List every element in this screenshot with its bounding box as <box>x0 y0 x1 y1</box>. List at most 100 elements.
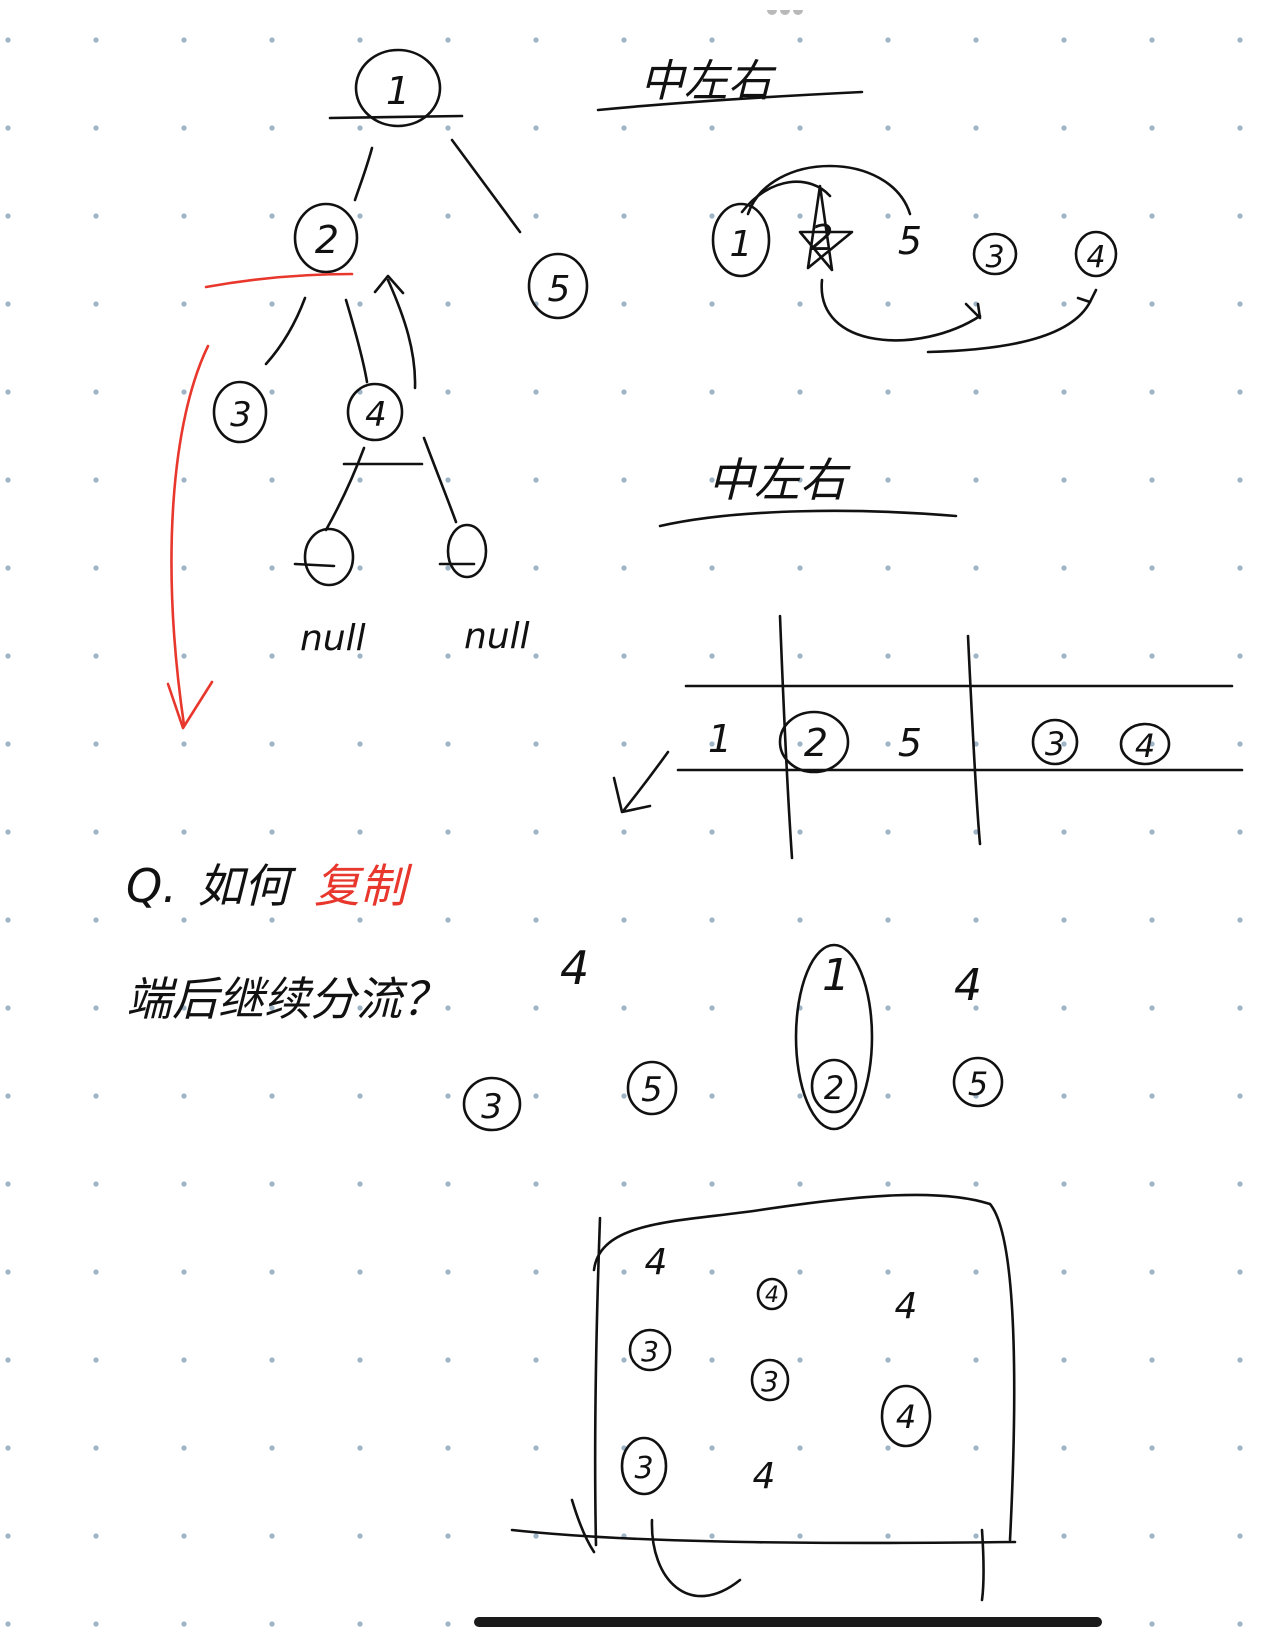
question-trailing-node: 4 <box>560 941 589 995</box>
grid-dot <box>181 301 187 307</box>
grid-dot <box>181 37 187 43</box>
grid-dot <box>93 1533 99 1539</box>
grid-dot <box>973 653 979 659</box>
grid-dot <box>93 1445 99 1451</box>
tree-node-grandchild-left: 3 <box>212 380 268 444</box>
traversal-two-cell-1: 1 <box>708 717 732 761</box>
grid-dot <box>1149 1269 1155 1275</box>
grid-dot <box>269 829 275 835</box>
grid-dot <box>269 301 275 307</box>
tree-node-root-label: 1 <box>386 69 410 113</box>
traversal-arc <box>926 300 1092 354</box>
grid-dot <box>709 741 715 747</box>
question-line1: 如何 <box>197 859 296 913</box>
grid-dot <box>885 301 891 307</box>
grid-dot <box>269 741 275 747</box>
grid-dot <box>797 1445 803 1451</box>
traversal-two-cell-circle <box>1119 722 1171 766</box>
grid-dot <box>621 1093 627 1099</box>
grid-dot <box>1061 565 1067 571</box>
grid-box-left-edge <box>593 1216 602 1547</box>
grid-dot <box>973 829 979 835</box>
grid-dot <box>1061 653 1067 659</box>
grid-dot <box>5 741 11 747</box>
grid-dot <box>181 653 187 659</box>
grid-dot <box>1237 653 1243 659</box>
grid-dot <box>797 477 803 483</box>
grid-dot <box>621 741 627 747</box>
grid-dot <box>5 829 11 835</box>
grid-dot <box>797 1181 803 1187</box>
grid-dot <box>797 389 803 395</box>
home-indicator-bar[interactable] <box>474 1617 1102 1627</box>
grid-dot <box>1061 1357 1067 1363</box>
grid-dot <box>1237 1533 1243 1539</box>
grid-dot <box>1237 1093 1243 1099</box>
grid-dot <box>5 653 11 659</box>
question-block: Q. 如何 复制 端后继续分流？ 4 <box>126 859 589 1026</box>
small-arrow-head <box>612 776 652 814</box>
grid-dot <box>709 1533 715 1539</box>
grid-dot <box>1149 1181 1155 1187</box>
grouping-bottom-1: 3 <box>481 1087 503 1127</box>
grid-dot <box>709 1269 715 1275</box>
grid-dot <box>1149 741 1155 747</box>
grid-dot <box>621 1005 627 1011</box>
grouping-capsule <box>794 943 874 1131</box>
grid-dot <box>269 37 275 43</box>
grid-dot <box>269 477 275 483</box>
grid-dot <box>1149 1005 1155 1011</box>
grid-dot <box>973 565 979 571</box>
grid-dot <box>797 741 803 747</box>
tree-node-grandchild-right-label: 4 <box>365 395 387 435</box>
grid-box-cell: 4 <box>895 1286 918 1327</box>
grid-dot <box>533 477 539 483</box>
grid-dot <box>93 1093 99 1099</box>
red-annotations <box>166 272 354 730</box>
grid-box-cell-circle <box>750 1358 790 1402</box>
traversal-arc <box>820 278 982 342</box>
grid-dot <box>621 1269 627 1275</box>
grid-dot <box>885 1445 891 1451</box>
grid-dot <box>621 1357 627 1363</box>
grid-dot <box>93 1269 99 1275</box>
grouping-circle <box>462 1076 522 1132</box>
grid-dot <box>5 37 11 43</box>
traversal-one-node-3: 3 <box>985 240 1004 275</box>
grid-box-cell: 3 <box>641 1335 659 1368</box>
grid-dot <box>709 829 715 835</box>
grid-dot <box>1237 917 1243 923</box>
grid-dot <box>357 1445 363 1451</box>
grid-dot <box>445 1269 451 1275</box>
grid-dot <box>709 213 715 219</box>
grid-dot <box>1237 1005 1243 1011</box>
grid-dot <box>1149 389 1155 395</box>
traversal-two-cell-4: 4 <box>1135 727 1155 765</box>
grid-dot <box>1149 1093 1155 1099</box>
traversal-one-node-4: 4 <box>1086 240 1105 275</box>
grid-dot <box>357 37 363 43</box>
grid-dot <box>1149 1445 1155 1451</box>
grid-dot <box>445 917 451 923</box>
grid-dot <box>709 917 715 923</box>
grouping-bottom-3: 2 <box>824 1069 844 1107</box>
grid-dot <box>973 1357 979 1363</box>
grid-dot <box>709 389 715 395</box>
grid-dot <box>5 917 11 923</box>
grid-dot <box>181 1093 187 1099</box>
grid-dot <box>533 1093 539 1099</box>
traversal-arc <box>746 164 912 216</box>
grid-dot <box>885 1181 891 1187</box>
tree-node-right-child: 5 <box>527 252 589 320</box>
grid-dot <box>181 741 187 747</box>
grid-dot <box>973 1005 979 1011</box>
grid-dot <box>445 653 451 659</box>
grid-dot <box>357 213 363 219</box>
traversal-two: 中左右 1 2 5 3 4 <box>612 453 1244 860</box>
grid-dot <box>1061 1533 1067 1539</box>
grid-dot <box>797 1357 803 1363</box>
grid-dot <box>1149 829 1155 835</box>
grid-dot <box>5 213 11 219</box>
grid-dot <box>797 653 803 659</box>
